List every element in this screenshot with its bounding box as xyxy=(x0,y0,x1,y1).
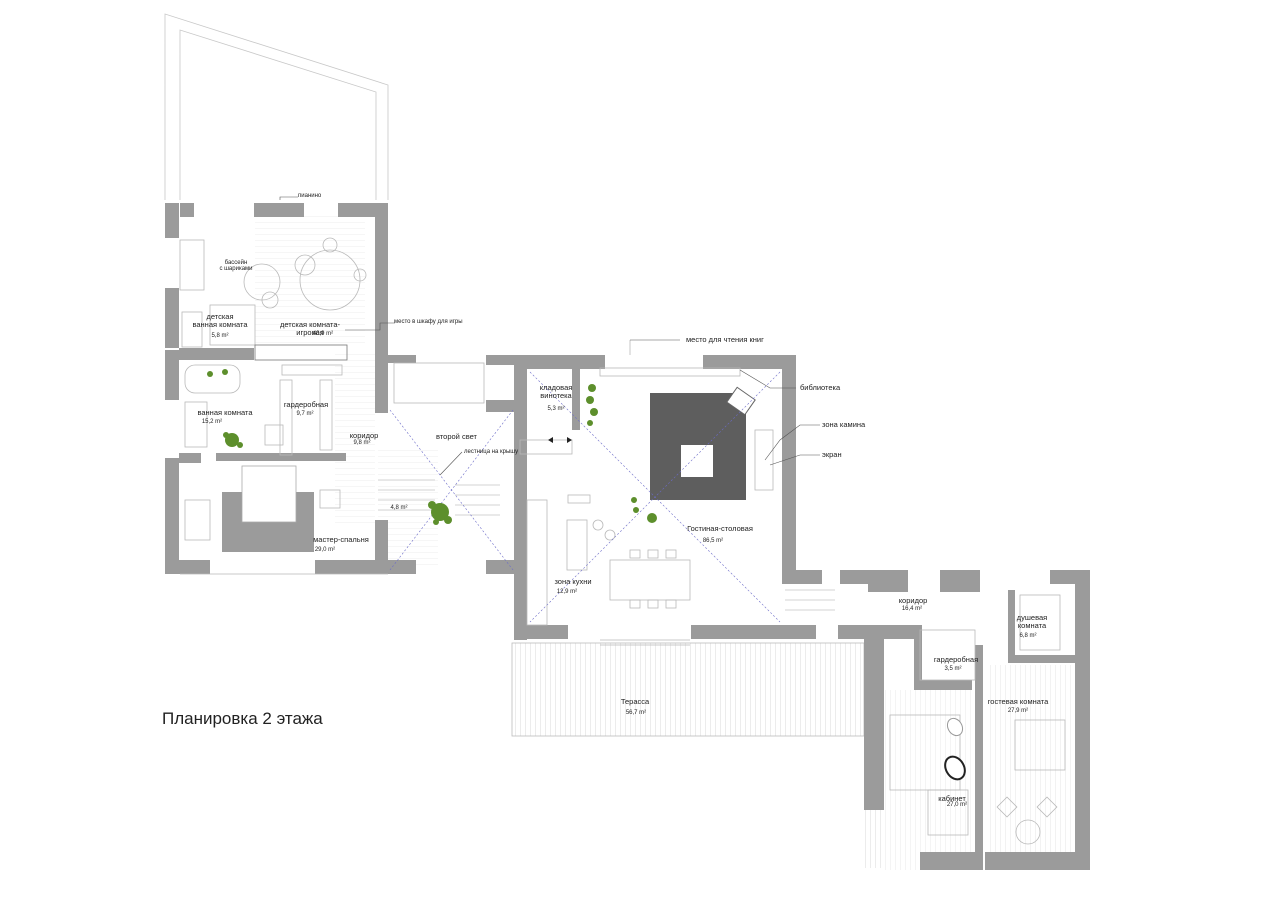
room-label-master: мастер-спальня xyxy=(313,535,369,544)
room-area-study: 27,0 m² xyxy=(946,802,968,808)
study-floor xyxy=(884,690,979,870)
callout-game-closet: место в шкафу для игры xyxy=(394,319,463,325)
room-area-pantry: 5,3 m² xyxy=(547,406,565,412)
callout-screen: экран xyxy=(822,450,842,459)
door-arrows xyxy=(548,437,572,443)
terrace-deck xyxy=(511,642,865,737)
room-label-guest: гостевая комната xyxy=(987,697,1049,706)
room-area-master: 29,0 m² xyxy=(314,547,336,553)
room-label-corridor2: коридор xyxy=(898,596,928,605)
study-chair xyxy=(944,717,966,781)
room-label-corridor1: коридор xyxy=(349,431,379,440)
room-area-corridor2: 16,4 m² xyxy=(901,606,923,612)
room-area-kids-play: 40,9 m² xyxy=(312,331,334,337)
callout-piano: пианино xyxy=(298,193,322,199)
room-area-corridor1: 9,8 m² xyxy=(353,440,371,446)
callout-ball-pool: бассейн с шариками xyxy=(219,260,253,273)
guest-deck xyxy=(990,665,1073,870)
room-label-terrace: Терасса xyxy=(620,697,650,706)
roof-outline xyxy=(164,13,389,200)
room-area-terrace: 56,7 m² xyxy=(625,710,647,716)
room-area-shower: 6,8 m² xyxy=(1019,633,1037,639)
room-label-wardrobe1: гардеробная xyxy=(283,400,329,409)
room-area-stair: 4,8 m² xyxy=(390,505,408,511)
room-label-shower: душевая комната xyxy=(1016,613,1048,630)
master-bed xyxy=(222,465,314,552)
walls xyxy=(165,203,1090,870)
plants xyxy=(207,369,657,525)
stairs xyxy=(378,479,835,611)
room-area-guest: 27,9 m² xyxy=(1007,708,1029,714)
callout-second-light: второй свет xyxy=(436,432,477,441)
room-label-kitchen: зона кухни xyxy=(554,577,592,586)
callout-fireplace-zone: зона камина xyxy=(822,420,866,429)
leader-lines xyxy=(279,196,820,476)
callout-roof-stair: лестница на крышу xyxy=(464,449,519,455)
dining-chairs xyxy=(592,519,677,609)
room-label-kids-play: детская комната- игровая xyxy=(279,320,341,337)
callout-reading: место для чтения книг xyxy=(686,335,764,344)
kids-play-floor xyxy=(255,215,365,345)
room-area-wardrobe2: 3,5 m² xyxy=(944,666,962,672)
room-label-living: Гостиная-столовая xyxy=(687,524,753,533)
room-area-kitchen: 12,9 m² xyxy=(556,589,578,595)
fireplace-block xyxy=(650,386,756,500)
corridor-floor xyxy=(335,350,375,525)
room-label-pantry: кладовая винотека xyxy=(539,383,573,400)
room-area-kids-bath: 5,8 m² xyxy=(211,333,229,339)
room-label-study: кабинет xyxy=(938,794,966,803)
furniture xyxy=(179,237,1066,845)
room-label-kids-bath: детская ванная комната xyxy=(192,312,248,329)
room-area-living: 86,5 m² xyxy=(702,538,724,544)
callout-library: библиотека xyxy=(800,383,841,392)
void-diagonals xyxy=(389,371,781,623)
room-area-bath: 15,2 m² xyxy=(201,419,223,425)
page-title: Планировка 2 этажа xyxy=(162,709,323,728)
room-label-bath: ванная комната xyxy=(197,408,253,417)
room-label-wardrobe2: гардеробная xyxy=(933,655,979,664)
room-area-wardrobe1: 9,7 m² xyxy=(296,411,314,417)
